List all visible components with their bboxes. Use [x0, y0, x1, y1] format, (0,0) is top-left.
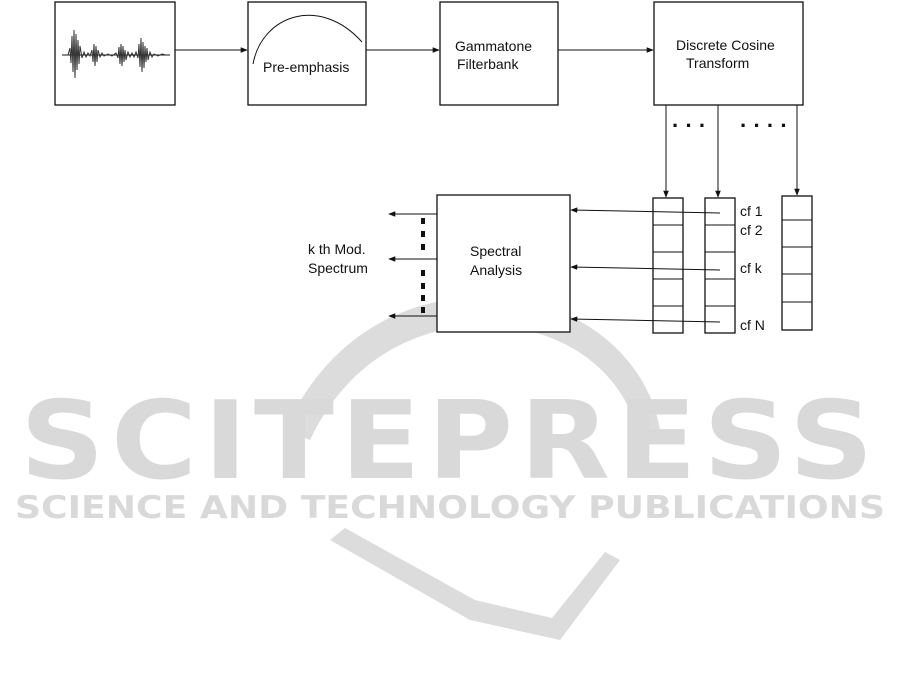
spectral-label-line2: Analysis	[470, 262, 522, 278]
spectral-analysis-block: Spectral Analysis	[437, 195, 570, 332]
coefficient-stack-1	[653, 198, 683, 333]
gammatone-label-line2: Filterbank	[457, 56, 519, 72]
coef-label-cf2: cf 2	[740, 222, 763, 238]
gammatone-block: Gammatone Filterbank	[440, 2, 558, 105]
dots-short: · · ·	[672, 113, 706, 138]
output-label-line2: Spectrum	[308, 260, 368, 276]
output-label-line1: k th Mod.	[308, 241, 366, 257]
coefficient-stack-2	[705, 198, 735, 333]
coef-label-cfN: cf N	[740, 317, 765, 333]
coefficient-stack-3	[782, 196, 812, 330]
gammatone-label-line1: Gammatone	[455, 38, 532, 54]
arrow-cfk-to-spectral	[571, 267, 720, 270]
spectral-label-line1: Spectral	[470, 243, 521, 259]
output-dash-marks	[421, 218, 425, 313]
dct-label-line1: Discrete Cosine	[676, 37, 775, 53]
coef-label-cf1: cf 1	[740, 203, 763, 219]
dct-block: Discrete Cosine Transform	[654, 2, 803, 105]
arrow-cf1-to-spectral	[571, 210, 720, 213]
watermark-emblem-lower	[330, 528, 620, 640]
pre-emphasis-label: Pre-emphasis	[263, 59, 349, 75]
watermark-logo: SCITEPRESS	[20, 379, 880, 504]
coef-label-cfk: cf k	[740, 260, 763, 276]
dct-label-line2: Transform	[686, 55, 749, 71]
waveform-block	[55, 2, 175, 105]
dots-long: · · · ·	[740, 113, 788, 138]
watermark-tagline: SCIENCE AND TECHNOLOGY PUBLICATIONS	[15, 490, 885, 526]
arrow-cfN-to-spectral	[571, 319, 720, 322]
pre-emphasis-block: Pre-emphasis	[248, 2, 366, 105]
watermark: SCITEPRESS SCIENCE AND TECHNOLOGY PUBLIC…	[15, 297, 885, 640]
